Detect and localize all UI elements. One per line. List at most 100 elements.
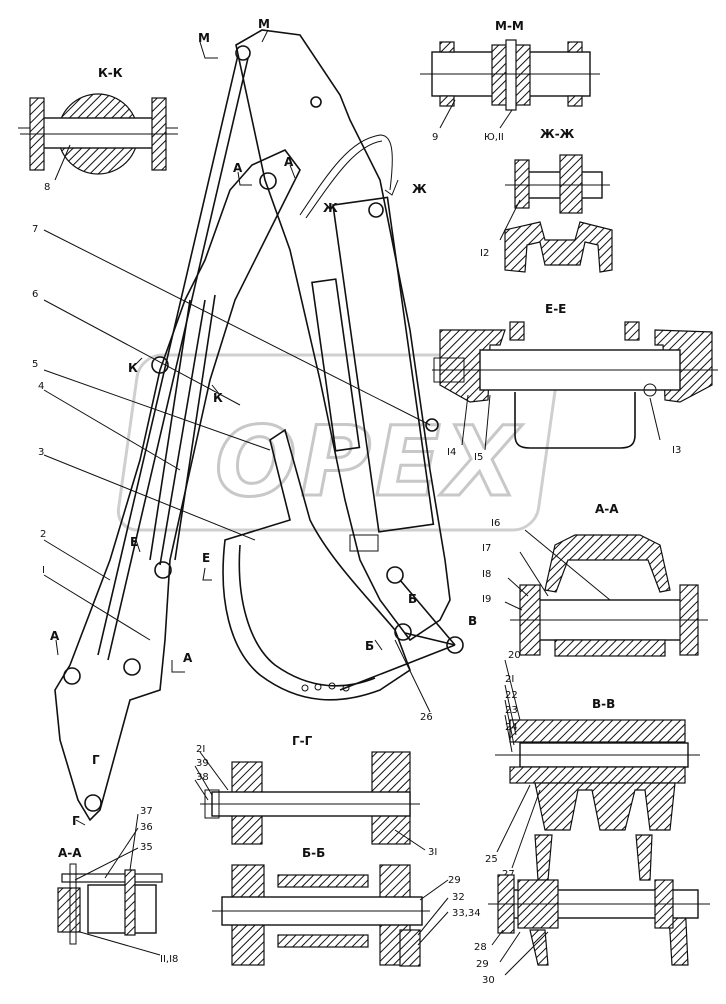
stick-slot [311, 278, 361, 452]
section-aa-bottom: А-А 35 36 37 II,I8 [57, 806, 178, 965]
cut-mark-k-1: К [128, 361, 138, 375]
callout-11-18: II,I8 [160, 954, 178, 965]
callout-1: I [42, 565, 45, 576]
pin-b2 [394, 623, 412, 641]
section-gg: Г-Г 2I 39 38 3I [194, 734, 437, 858]
cut-mark-zh-1: Ж [323, 201, 338, 215]
link-rod-b [107, 57, 249, 661]
section-mm-title: М-М [495, 19, 524, 33]
main-assembly-view: М М А А Ж Ж К К Е Е А А Г Г Б Б В 7 6 5 … [32, 17, 477, 828]
pin-zh [368, 202, 384, 218]
callout-7: 7 [32, 224, 38, 235]
pin-upper [310, 96, 322, 108]
section-zhzh-title: Ж-Ж [540, 127, 575, 141]
bucket-link-a [399, 579, 456, 646]
section-aa-top-title: А-А [595, 502, 619, 516]
pin-a-low [63, 667, 81, 685]
callout-31: 3I [428, 847, 437, 858]
callout-14: I4 [447, 447, 456, 458]
callout-21: 2I [505, 674, 514, 685]
pin-e [154, 561, 172, 579]
watermark-text: ОРЕХ [215, 406, 523, 518]
cut-mark-b-2: Б [365, 639, 374, 653]
cut-mark-a-1: А [233, 161, 243, 175]
callout-6: 6 [32, 289, 38, 300]
boom-cylinder-line-a [149, 299, 191, 561]
callout-10-11: Ю,II [484, 132, 504, 143]
section-bottom-right: 28 29 30 [474, 834, 710, 986]
hose-b [305, 140, 383, 219]
bucket-inner [238, 544, 376, 687]
callout-17: I7 [482, 543, 491, 554]
cut-mark-zh-2: Ж [412, 182, 427, 196]
callout-29-bb: 29 [448, 875, 461, 886]
callout-32: 32 [452, 892, 465, 903]
callout-39: 39 [196, 758, 209, 769]
cut-mark-a-3: А [50, 629, 60, 643]
callout-28: 28 [474, 942, 487, 953]
pin-v [446, 636, 464, 654]
callout-13: I3 [672, 445, 681, 456]
callout-25: 25 [485, 854, 498, 865]
section-ee-title: Е-Е [545, 302, 566, 316]
section-ee: Е-Е I4 I5 I3 [432, 302, 718, 463]
bucket [222, 428, 411, 701]
callout-16: I6 [491, 518, 500, 529]
cut-mark-g-2: Г [72, 814, 80, 828]
callout-33-34: 33,34 [452, 908, 481, 919]
section-mm: М-М 9 Ю,II [420, 19, 600, 143]
section-bb: Б-Б 29 32 33,34 [212, 846, 481, 967]
pin-g [84, 794, 102, 812]
cut-mark-a-2: А [284, 155, 294, 169]
cut-marks-main [55, 29, 399, 826]
section-vv: В-В 20 2I 22 23 24 25 27 [485, 650, 700, 880]
pin-b1 [386, 566, 404, 584]
callout-15: I5 [474, 452, 483, 463]
callout-2: 2 [40, 529, 46, 540]
leaders-main [43, 229, 431, 713]
cut-mark-e-2: Е [202, 551, 210, 565]
callout-23: 23 [505, 705, 518, 716]
stick-outline [235, 29, 451, 642]
callout-24: 24 [505, 722, 518, 733]
callout-20: 20 [508, 650, 521, 661]
cut-mark-g-1: Г [92, 753, 100, 767]
pin-top [235, 45, 251, 61]
boom-cylinder-line-c [174, 294, 216, 561]
cut-mark-m-1: М [198, 31, 210, 45]
pin-k [151, 356, 169, 374]
callout-8: 8 [44, 182, 50, 193]
section-aa-top: А-А I6 I7 I8 I9 [482, 502, 708, 657]
callout-9: 9 [432, 132, 438, 143]
callout-30: 30 [482, 975, 495, 986]
cut-mark-m-2: М [258, 17, 270, 31]
link-rod-a [97, 54, 239, 656]
section-kk: К-К 8 [18, 66, 178, 193]
callout-36: 36 [140, 822, 153, 833]
callout-12: I2 [480, 248, 489, 259]
section-bb-title: Б-Б [302, 846, 325, 860]
callout-38: 38 [196, 772, 209, 783]
boom-outline [54, 149, 301, 822]
callout-37: 37 [140, 806, 153, 817]
callout-4: 4 [38, 381, 44, 392]
hose [299, 134, 393, 216]
watermark: ОРЕХ [116, 353, 559, 532]
section-kk-title: К-К [98, 66, 123, 80]
callout-5: 5 [32, 359, 38, 370]
section-zhzh: Ж-Ж I2 [480, 127, 613, 273]
cut-mark-b-1: Б [408, 592, 417, 606]
bucket-bolts [301, 534, 379, 692]
pin-a [259, 172, 277, 190]
section-vv-title: В-В [592, 697, 615, 711]
cut-mark-e-1: Е [130, 535, 138, 549]
callout-18: I8 [482, 569, 491, 580]
callout-3: 3 [38, 447, 44, 458]
cut-mark-k-2: К [213, 391, 223, 405]
section-gg-title: Г-Г [292, 734, 313, 748]
pin-base [123, 658, 141, 676]
callout-22: 22 [505, 690, 518, 701]
callout-26: 26 [420, 712, 433, 723]
